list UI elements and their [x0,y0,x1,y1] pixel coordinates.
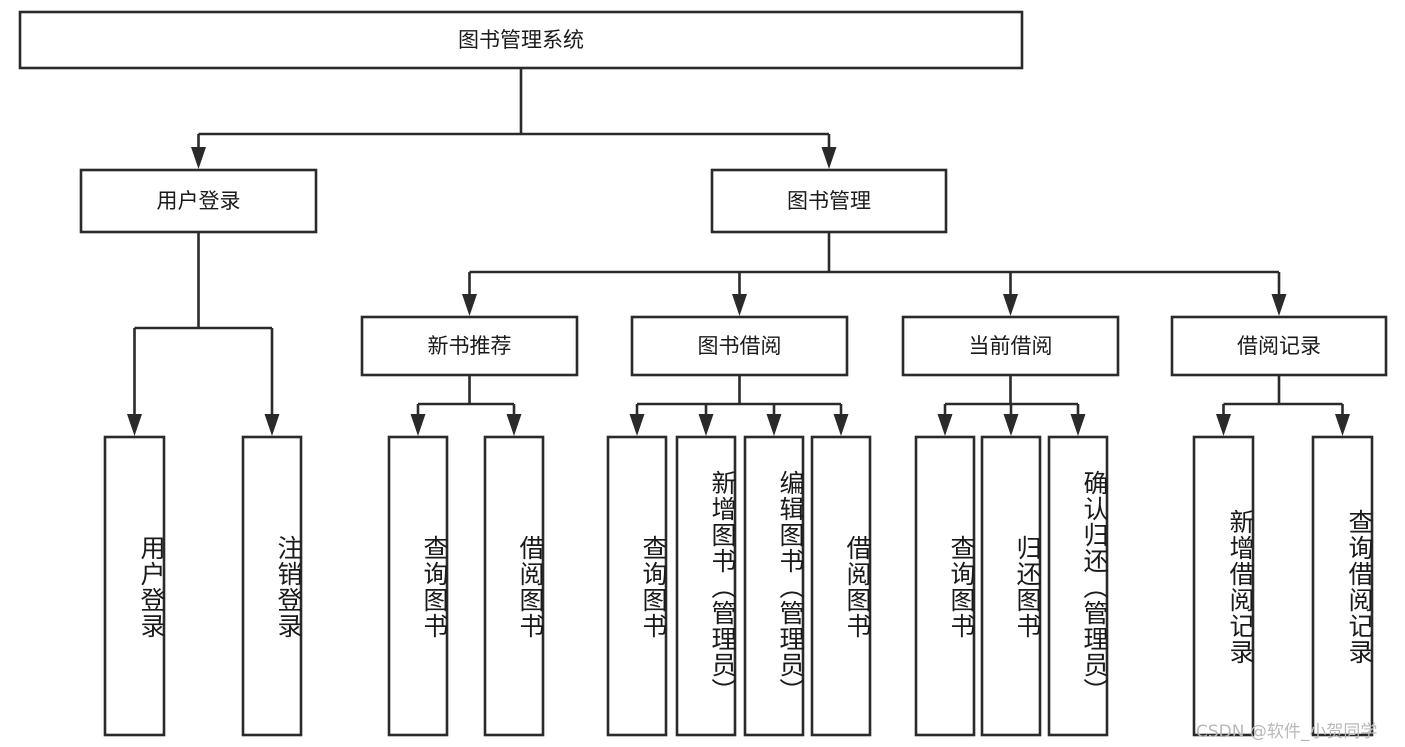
connector-group-new-book-rec [410,375,522,436]
node-new-book-rec[interactable] [360,315,579,377]
node-leaf-query-book-rec[interactable] [387,435,449,737]
node-leaf-return-book[interactable] [980,435,1042,737]
connector-group-book-borrow [629,375,849,436]
node-leaf-add-record[interactable] [1192,435,1255,737]
node-leaf-borrow-book-rec[interactable] [483,435,545,737]
node-label-book-manage: 图书管理 [787,189,871,213]
node-book-borrow[interactable] [630,315,849,377]
node-leaf-borrow-book[interactable] [810,435,872,737]
node-borrow-record[interactable] [1170,315,1388,377]
node-label-current-borrow: 当前借阅 [969,334,1053,358]
node-leaf-user-login[interactable] [103,435,166,737]
node-label-user-login: 用户登录 [157,189,241,213]
watermark-text: CSDN @软件_小贺同学 [1196,722,1378,742]
connector-group-user-login [127,232,280,436]
node-label-new-book-rec: 新书推荐 [428,334,512,358]
connector-group-book-manage [462,232,1287,316]
node-leaf-edit-book[interactable] [743,435,805,737]
node-book-manage[interactable] [710,168,948,234]
node-boxes-layer [18,10,1388,737]
node-leaf-add-book[interactable] [675,435,737,737]
connectors-layer [127,68,1350,436]
node-label-borrow-record: 借阅记录 [1237,334,1321,358]
node-leaf-query-book-borrow[interactable] [606,435,668,737]
connector-group-current-borrow [937,375,1086,436]
connector-group-borrow-record [1216,375,1350,436]
connector-group-root [191,68,837,169]
node-label-book-borrow: 图书借阅 [698,334,782,358]
node-leaf-user-logout[interactable] [241,435,303,737]
node-root[interactable] [18,10,1024,70]
node-user-login[interactable] [79,168,318,234]
node-leaf-query-book-current[interactable] [914,435,976,737]
node-leaf-query-record[interactable] [1311,435,1374,737]
node-current-borrow[interactable] [901,315,1120,377]
node-label-root: 图书管理系统 [458,28,584,52]
node-leaf-confirm-return[interactable] [1047,435,1109,737]
